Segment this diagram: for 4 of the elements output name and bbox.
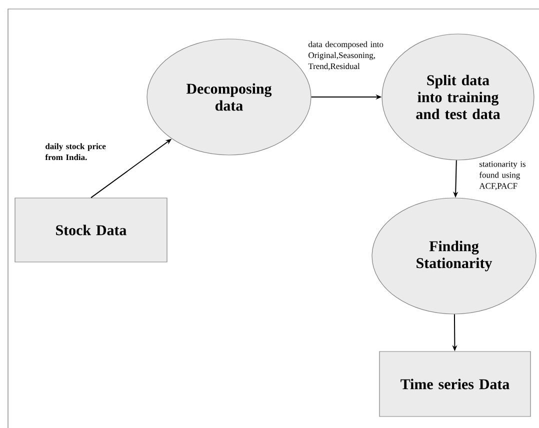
edge-label: daily stock price from India. [45,143,106,160]
process-box: Time series Data [379,351,531,417]
edge-label: stationarity is found using ACF,PACF [479,161,526,190]
process-box: Stock Data [14,198,168,262]
